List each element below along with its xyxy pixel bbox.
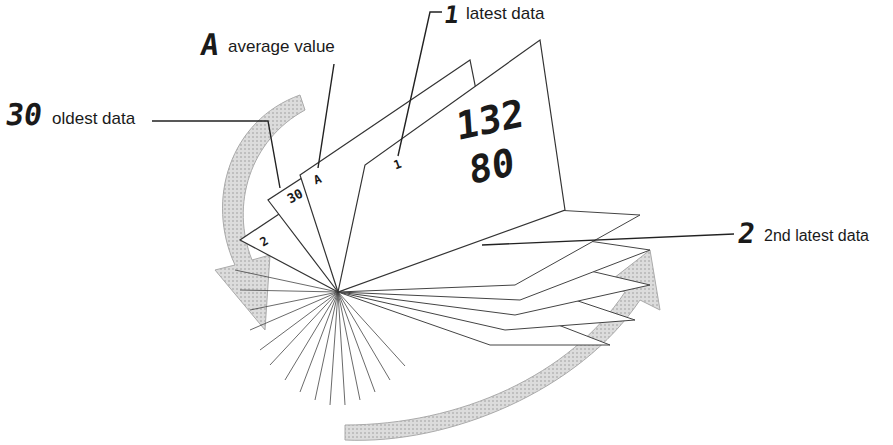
display-digits: 132 (455, 94, 525, 147)
memory-page (240, 40, 565, 292)
page-number: A (312, 173, 323, 187)
callout-number: 2 (736, 220, 757, 248)
callout-number: 1 (443, 3, 461, 27)
callout-text: 2nd latest data (764, 228, 869, 244)
display-digits: 80 (468, 142, 515, 190)
callout-text: oldest data (52, 110, 135, 127)
callout-text: average value (228, 38, 335, 55)
callout-text: latest data (466, 5, 544, 22)
page-number: 1 (392, 158, 403, 172)
page-number: 2 (258, 234, 270, 248)
callout-number: 30 (4, 100, 44, 130)
callout-number: A (199, 30, 221, 60)
leader-line (152, 12, 734, 245)
page-number: 30 (285, 187, 305, 206)
